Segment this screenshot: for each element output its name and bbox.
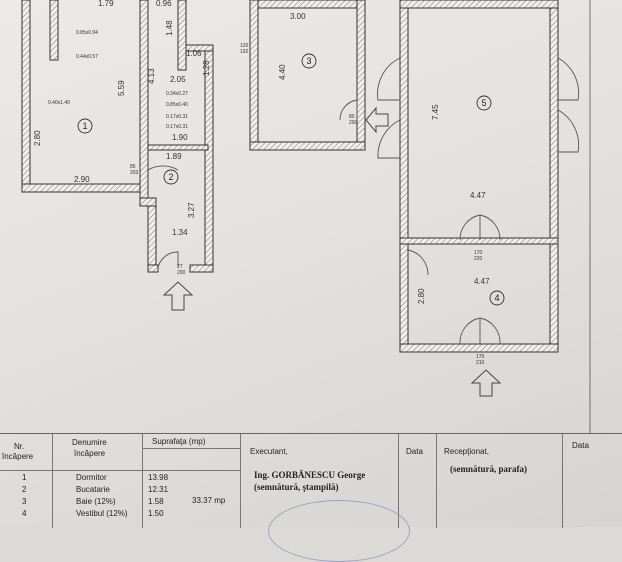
total-area: 33.37 mp	[192, 496, 226, 505]
header-denumire-2: încăpere	[74, 449, 106, 458]
room-marker-3: 3	[301, 53, 317, 69]
dim-label: 1.48	[165, 20, 174, 36]
header-nr: Nr.	[14, 442, 25, 451]
svg-text:4: 4	[494, 293, 499, 303]
row-area: 12.31	[148, 485, 169, 494]
room-marker-4: 4	[489, 290, 505, 306]
executant-signature-label: (semnătură, ştampilă)	[254, 482, 339, 492]
dim-label: 2.80	[417, 288, 426, 304]
door-label: 170	[474, 250, 483, 256]
dim-label: 4.47	[470, 191, 486, 200]
opening-label: 0.40x1.40	[48, 100, 70, 106]
dim-label: 5.59	[117, 80, 126, 96]
header-data-2: Data	[572, 441, 589, 450]
door-label: 210	[476, 360, 485, 366]
apartment-left-walls	[21, 0, 214, 273]
dim-label: 3.27	[187, 202, 196, 218]
row-area: 1.50	[148, 509, 164, 518]
dim-label: 1.06	[186, 49, 202, 58]
door-label: 200	[177, 270, 186, 276]
dim-label: 4.13	[147, 68, 156, 84]
row-nr: 4	[22, 509, 27, 518]
svg-text:1: 1	[82, 121, 87, 131]
receptionat-signature-label: (semnătură, parafa)	[450, 464, 527, 474]
door-label: 170	[476, 354, 485, 360]
floor-plan-drawing: 1.79 0.96 3.00 1.48 1.06 5.59 4.13 1.28 …	[21, 0, 591, 433]
row-area: 13.98	[148, 473, 169, 482]
door-label: 120	[240, 43, 249, 49]
dim-label: 7.45	[431, 104, 440, 120]
row-area: 1.58	[148, 497, 164, 506]
door-label: 220	[474, 256, 483, 262]
svg-text:2: 2	[168, 172, 173, 182]
header-suprafata: Suprafaţa (mp)	[152, 437, 206, 446]
rooms-table: Nr. încăpere Denumire încăpere Suprafaţa…	[0, 433, 622, 528]
door-label: 203	[130, 170, 139, 176]
dim-label: 1.34	[172, 228, 188, 237]
dim-label: 0.96	[156, 0, 172, 8]
room-marker-1: 1	[77, 118, 93, 134]
opening-label: 0.44x0.57	[76, 54, 98, 60]
entry-arrow-room4	[470, 369, 502, 397]
dim-label: 1.89	[166, 152, 182, 161]
svg-text:3: 3	[306, 56, 311, 66]
header-executant: Executant,	[250, 447, 288, 456]
door-label: 77	[177, 264, 183, 270]
row-name: Baie (12%)	[76, 497, 116, 506]
header-data-1: Data	[406, 447, 423, 456]
rooms-4-5-walls	[399, 0, 559, 353]
row-nr: 3	[22, 497, 27, 506]
door-label: 200	[349, 120, 358, 126]
executant-name: Ing. GORBĂNESCU George	[254, 470, 366, 480]
dim-label: 4.40	[278, 64, 287, 80]
door-label: 85	[130, 164, 136, 170]
room-marker-2: 2	[163, 169, 179, 185]
entry-arrow-left	[162, 281, 194, 311]
stamp-seal	[268, 500, 410, 562]
svg-text:5: 5	[481, 98, 486, 108]
door-label: 80	[349, 114, 355, 120]
header-incapere: încăpere	[2, 452, 34, 461]
row-nr: 1	[22, 473, 27, 482]
row-nr: 2	[22, 485, 27, 494]
dim-label: 2.90	[74, 175, 90, 184]
row-name: Dormitor	[76, 473, 107, 482]
opening-label: 0.85x0.94	[76, 30, 98, 36]
opening-label: 0.34x0.27	[166, 91, 188, 97]
dim-label: 1.28	[202, 60, 211, 76]
header-receptionat: Recepţionat,	[444, 447, 489, 456]
opening-label: 0.17x0.31	[166, 114, 188, 120]
dim-label: 3.00	[290, 12, 306, 21]
room-marker-5: 5	[476, 95, 492, 111]
door-swings	[147, 57, 580, 345]
door-label: 192	[240, 49, 249, 55]
dim-label: 2.05	[170, 75, 186, 84]
dim-label: 1.90	[172, 133, 188, 142]
entry-arrow-room3	[365, 106, 389, 134]
row-name: Vestibul (12%)	[76, 509, 128, 518]
header-denumire: Denumire	[72, 438, 107, 447]
room-3-walls	[249, 0, 366, 151]
dim-label: 4.47	[474, 277, 490, 286]
row-name: Bucatarie	[76, 485, 110, 494]
dim-label: 1.79	[98, 0, 114, 8]
opening-label: 0.85x0.40	[166, 102, 188, 108]
dim-label: 2.80	[33, 130, 42, 146]
opening-label: 0.17x0.31	[166, 124, 188, 130]
